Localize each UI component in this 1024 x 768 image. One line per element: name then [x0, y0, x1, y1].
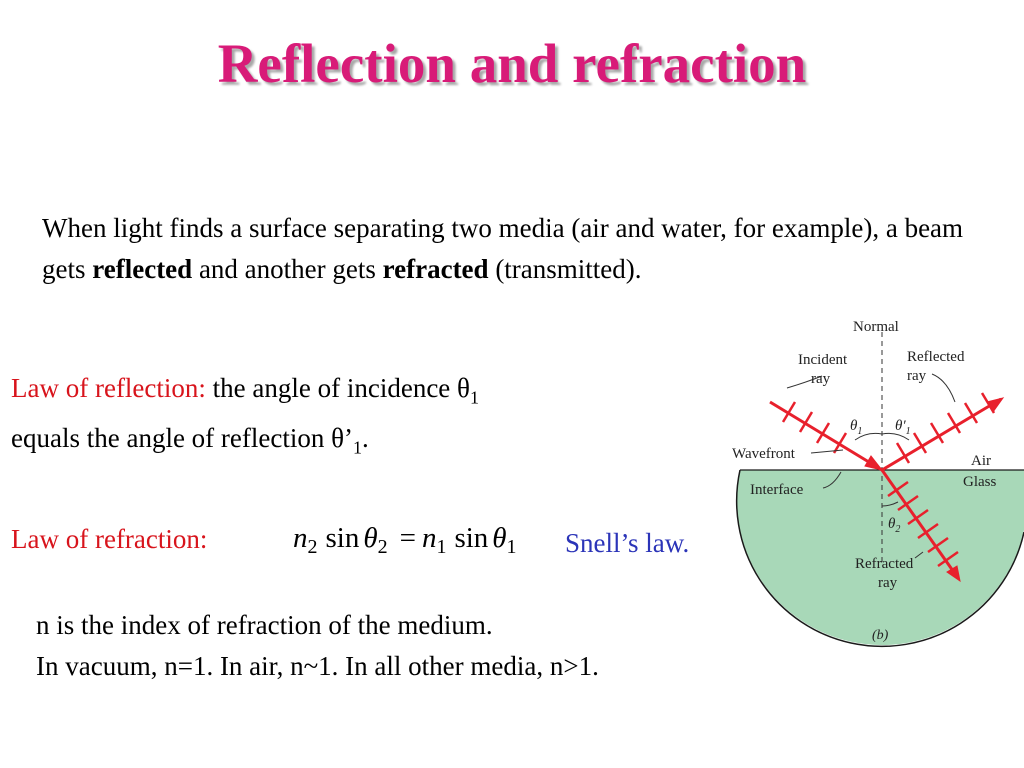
theta1-label: θ1 — [850, 418, 862, 437]
formula-theta-right: θ — [492, 522, 507, 554]
law-of-reflection: Law of reflection: the angle of incidenc… — [11, 368, 651, 469]
intro-bold-reflected: reflected — [92, 254, 193, 284]
law-reflection-sub-1: 1 — [469, 387, 479, 408]
refracted-label-1: Refracted — [855, 556, 914, 572]
theta2-label: θ2 — [888, 516, 900, 535]
formula-sin-right: sin — [454, 522, 489, 554]
incidence-angle-arc — [854, 432, 883, 441]
interface-label: Interface — [750, 482, 804, 498]
formula-n2-sub: 2 — [307, 536, 318, 558]
reflected-ray — [881, 397, 1002, 472]
formula-n1-sub: 1 — [436, 536, 447, 558]
glass-outline — [735, 469, 1024, 648]
refracted-leader — [914, 551, 924, 559]
reflected-label-1: Reflected — [907, 349, 965, 365]
law-reflection-text-1: the angle of incidence θ — [205, 373, 470, 403]
snells-law-label: Snell’s law. — [565, 528, 690, 558]
refracted-label-2: ray — [878, 575, 898, 591]
glass-region — [736, 470, 1024, 646]
intro-paragraph: When light finds a surface separating tw… — [42, 208, 982, 290]
incident-leader — [786, 375, 823, 389]
wavefront-leader — [810, 449, 844, 454]
intro-text-3: (transmitted). — [488, 254, 642, 284]
intro-text-1: When light finds a surface separating tw… — [42, 213, 964, 284]
slide-title: Reflection and refraction — [217, 33, 807, 94]
intro-text-2: and another gets — [192, 254, 383, 284]
notes-line-1: n is the index of refraction of the medi… — [36, 610, 493, 640]
theta1-prime-label: θ′1 — [895, 418, 911, 437]
diagram-caption: (b) — [872, 628, 889, 643]
formula-theta-left: θ — [363, 522, 378, 554]
formula-sin-left: sin — [325, 522, 360, 554]
reflected-label-2: ray — [907, 368, 927, 384]
air-label: Air — [971, 453, 991, 469]
law-reflection-sub-2: 1 — [353, 437, 363, 458]
formula-theta-left-sub: 2 — [377, 536, 388, 558]
notes: n is the index of refraction of the medi… — [36, 605, 936, 687]
incident-ray-arrowhead — [864, 455, 884, 471]
reflected-leader — [931, 373, 956, 403]
formula-equals: = — [399, 522, 416, 554]
refracted-wavefront-ticks — [887, 480, 959, 568]
wavefront-label: Wavefront — [732, 446, 796, 462]
notes-line-2: In vacuum, n=1. In air, n~1. In all othe… — [36, 651, 599, 681]
law-reflection-text-3: . — [362, 423, 369, 454]
formula-theta-right-sub: 1 — [506, 536, 517, 558]
incident-label-1: Incident — [798, 352, 848, 368]
formula-n2: n — [293, 522, 308, 554]
law-refraction-label: Law of refraction: — [11, 524, 208, 554]
incident-label-2: ray — [811, 371, 831, 387]
interface-leader — [822, 471, 842, 489]
intro-bold-refracted: refracted — [382, 254, 489, 284]
refraction-angle-arc — [881, 501, 899, 507]
refraction-diagram: Normal Incident ray Reflected ray θ1 θ′1… — [732, 319, 1024, 648]
reflected-wavefront-ticks — [895, 392, 996, 464]
law-reflection-label: Law of reflection: — [11, 373, 206, 403]
glass-label: Glass — [963, 474, 996, 490]
formula-n1: n — [421, 522, 437, 554]
refracted-ray-arrowhead — [946, 565, 961, 583]
incident-wavefront-ticks — [781, 401, 848, 454]
law-reflection-text-2: equals the angle of reflection θ’ — [11, 423, 354, 454]
reflection-angle-arc — [881, 432, 910, 441]
normal-label: Normal — [853, 319, 899, 335]
